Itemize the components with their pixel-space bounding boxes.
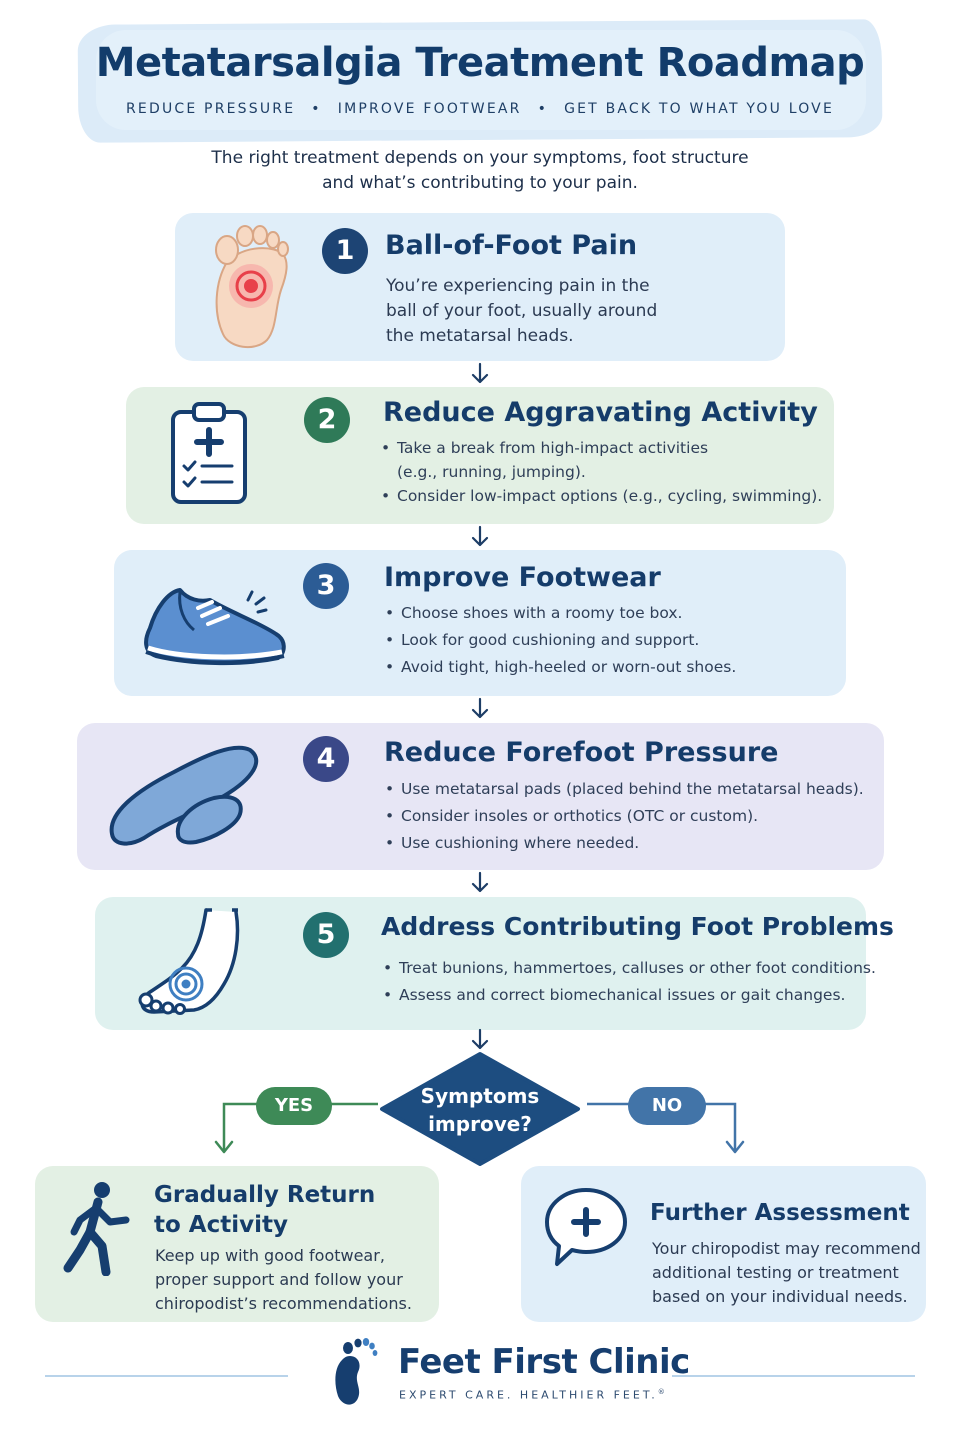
step-title: Address Contributing Foot Problems bbox=[381, 912, 894, 941]
trademark-mark: ® bbox=[657, 1388, 668, 1396]
step-bullet-list: Choose shoes with a roomy toe box. Look … bbox=[385, 600, 736, 681]
outcome-title-line: to Activity bbox=[154, 1212, 288, 1238]
intro-text: The right treatment depends on your symp… bbox=[0, 146, 960, 196]
down-arrow-icon bbox=[471, 697, 489, 719]
footer-divider bbox=[45, 1375, 288, 1377]
intro-line: and what’s contributing to your pain. bbox=[322, 173, 638, 193]
down-arrow-icon bbox=[471, 1028, 489, 1050]
yes-label: YES bbox=[256, 1087, 332, 1125]
header-banner-inner bbox=[96, 30, 866, 130]
step-title: Improve Footwear bbox=[384, 562, 661, 593]
step-title: Reduce Aggravating Activity bbox=[383, 397, 818, 428]
step-number-badge: 2 bbox=[304, 397, 350, 443]
description-line: proper support and follow your bbox=[155, 1270, 403, 1289]
step-number-badge: 5 bbox=[303, 912, 349, 958]
bullet-item: Consider insoles or orthotics (OTC or cu… bbox=[385, 803, 864, 830]
header-tagline-row: REDUCE PRESSURE • IMPROVE FOOTWEAR • GET BAC… bbox=[0, 101, 960, 117]
outcome-title: Further Assessment bbox=[650, 1200, 910, 1226]
separator-dot: • bbox=[311, 101, 322, 117]
decision-question: Symptoms improve? bbox=[390, 1082, 570, 1138]
description-line: chiropodist’s recommendations. bbox=[155, 1294, 412, 1313]
intro-line: The right treatment depends on your symp… bbox=[211, 148, 749, 168]
no-label: NO bbox=[628, 1087, 706, 1125]
header-tag: REDUCE PRESSURE bbox=[125, 101, 296, 117]
separator-dot: • bbox=[537, 101, 549, 117]
decision-line: Symptoms bbox=[420, 1084, 540, 1108]
step-bullet-list: Use metatarsal pads (placed behind the m… bbox=[385, 776, 864, 857]
down-arrow-icon bbox=[471, 362, 489, 384]
description-line: ball of your foot, usually around bbox=[386, 301, 658, 321]
walking-person-icon bbox=[63, 1182, 130, 1276]
bullet-item: Avoid tight, high-heeled or worn-out sho… bbox=[385, 654, 736, 681]
description-line: the metatarsal heads. bbox=[386, 326, 574, 346]
brand-name: Feet First Clinic bbox=[398, 1342, 690, 1382]
header-tag: IMPROVE FOOTWEAR bbox=[337, 101, 522, 117]
foot-target-icon bbox=[138, 908, 240, 1015]
outcome-title-line: Gradually Return bbox=[154, 1182, 376, 1208]
footprint-logo-icon bbox=[335, 1338, 378, 1405]
bullet-item: Look for good cushioning and support. bbox=[385, 627, 736, 654]
bullet-item: Treat bunions, hammertoes, calluses or o… bbox=[383, 955, 876, 982]
step-title: Reduce Forefoot Pressure bbox=[384, 737, 779, 768]
step-bullet-list: Treat bunions, hammertoes, calluses or o… bbox=[383, 955, 876, 1009]
outcome-description: Your chiropodist may recommend additiona… bbox=[652, 1237, 921, 1309]
step-number-badge: 4 bbox=[303, 736, 349, 782]
insole-icon bbox=[109, 745, 259, 846]
outcome-title: Gradually Return to Activity bbox=[154, 1180, 375, 1240]
description-line: Keep up with good footwear, bbox=[155, 1246, 385, 1265]
bullet-item: Choose shoes with a roomy toe box. bbox=[385, 600, 736, 627]
step-title: Ball-of-Foot Pain bbox=[385, 230, 638, 261]
step-description: You’re experiencing pain in the ball of … bbox=[386, 274, 657, 349]
bullet-item: Take a break from high-impact activities bbox=[381, 436, 822, 460]
description-line: You’re experiencing pain in the bbox=[386, 276, 650, 296]
foot-pain-icon bbox=[215, 225, 289, 349]
decision-line: improve? bbox=[428, 1112, 532, 1136]
outcome-description: Keep up with good footwear, proper suppo… bbox=[155, 1244, 412, 1316]
bullet-item: Use metatarsal pads (placed behind the m… bbox=[385, 776, 864, 803]
description-line: based on your individual needs. bbox=[652, 1287, 908, 1306]
header-tag: GET BACK TO WHAT YOU LOVE bbox=[564, 101, 834, 117]
description-line: additional testing or treatment bbox=[652, 1263, 899, 1282]
step-bullet-list: Take a break from high-impact activities… bbox=[381, 436, 822, 508]
description-line: Your chiropodist may recommend bbox=[652, 1239, 921, 1258]
bullet-item: Consider low-impact options (e.g., cycli… bbox=[381, 484, 822, 508]
bullet-item: Use cushioning where needed. bbox=[385, 830, 864, 857]
page-title: Metatarsalgia Treatment Roadmap bbox=[95, 40, 865, 86]
decision-diamond bbox=[380, 1052, 580, 1166]
clipboard-icon bbox=[171, 402, 247, 504]
tagline-text: EXPERT CARE. HEALTHIER FEET. bbox=[399, 1388, 658, 1402]
medical-chat-icon bbox=[545, 1188, 627, 1266]
bullet-continuation: (e.g., running, jumping). bbox=[397, 463, 586, 481]
shoe-icon bbox=[144, 588, 286, 666]
brand-tagline: EXPERT CARE. HEALTHIER FEET.® bbox=[399, 1388, 668, 1402]
footer-divider bbox=[672, 1375, 915, 1377]
down-arrow-icon bbox=[471, 525, 489, 547]
step-number-badge: 1 bbox=[322, 228, 368, 274]
bullet-item: Assess and correct biomechanical issues … bbox=[383, 982, 876, 1009]
step-number-badge: 3 bbox=[303, 563, 349, 609]
down-arrow-icon bbox=[471, 871, 489, 893]
